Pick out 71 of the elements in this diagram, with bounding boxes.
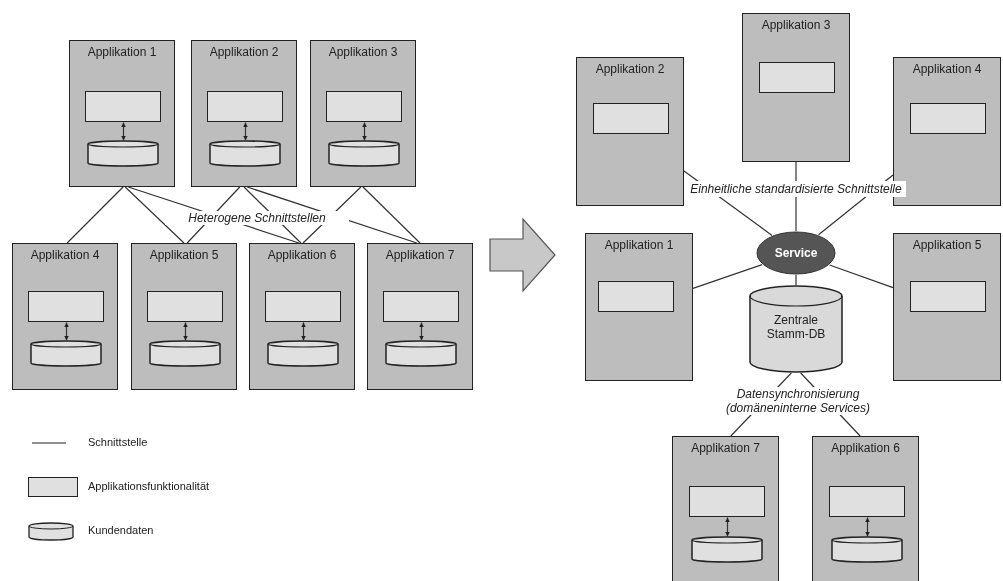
- application-box: [812, 436, 919, 581]
- application-box: [131, 243, 237, 390]
- application-title: Applikation 4: [911, 62, 983, 76]
- application-box: [310, 40, 416, 187]
- function-box: [326, 91, 402, 122]
- function-box: [383, 291, 459, 322]
- function-box: [910, 281, 986, 312]
- service-label: Service: [773, 246, 819, 260]
- double-arrow: [64, 321, 69, 342]
- double-arrow: [183, 321, 188, 342]
- application-title: Applikation 7: [690, 441, 761, 455]
- application-title: Applikation 6: [830, 441, 901, 455]
- application-title: Applikation 4: [29, 248, 101, 262]
- database-cylinder: [87, 140, 159, 167]
- function-box: [829, 486, 905, 517]
- application-box: [367, 243, 473, 390]
- connector-line: [66, 186, 124, 244]
- connector-line: [692, 264, 763, 290]
- double-arrow: [865, 516, 870, 538]
- connector-line: [362, 186, 421, 244]
- database-cylinder: [30, 340, 102, 367]
- database-cylinder: [691, 536, 763, 563]
- database-cylinder: [149, 340, 221, 367]
- application-title: Applikation 2: [594, 62, 666, 76]
- function-box: [689, 486, 765, 517]
- function-box: [593, 103, 669, 134]
- legend-label: Applikationsfunktionalität: [88, 480, 210, 492]
- double-arrow: [243, 121, 248, 142]
- connector-line: [828, 264, 894, 289]
- application-title: Applikation 6: [266, 248, 338, 262]
- function-box: [759, 62, 835, 93]
- application-box: [69, 40, 175, 187]
- application-box: [672, 436, 779, 581]
- application-box: [742, 13, 850, 162]
- database-cylinder: [209, 140, 281, 167]
- application-title: Applikation 7: [384, 248, 456, 262]
- application-box: [191, 40, 297, 187]
- legend-label: Kundendaten: [88, 524, 154, 536]
- application-title: Applikation 3: [327, 45, 399, 59]
- database-cylinder: [385, 340, 457, 367]
- database-cylinder: [831, 536, 903, 563]
- database-label: Zentrale Stamm-DB: [765, 313, 827, 341]
- function-box: [28, 291, 104, 322]
- application-box: [893, 233, 1001, 381]
- application-title: Applikation 1: [86, 45, 158, 59]
- function-box: [147, 291, 223, 322]
- application-title: Applikation 5: [911, 238, 983, 252]
- function-box: [85, 91, 161, 122]
- double-arrow: [419, 321, 424, 342]
- function-box: [207, 91, 283, 122]
- application-title: Applikation 3: [760, 18, 832, 32]
- function-box: [598, 281, 674, 312]
- application-box: [576, 57, 684, 206]
- double-arrow: [121, 121, 126, 142]
- application-box: [585, 233, 693, 381]
- double-arrow: [301, 321, 306, 342]
- application-title: Applikation 5: [148, 248, 220, 262]
- application-title: Applikation 1: [603, 238, 675, 252]
- function-box: [265, 291, 341, 322]
- double-arrow: [725, 516, 730, 538]
- double-arrow: [362, 121, 367, 142]
- application-title: Applikation 2: [208, 45, 280, 59]
- connector-line: [795, 274, 797, 286]
- database-cylinder: [267, 340, 339, 367]
- annotation-label: Heterogene Schnittstellen: [165, 211, 349, 225]
- database-cylinder: [328, 140, 400, 167]
- application-box: [12, 243, 118, 390]
- application-box: [249, 243, 355, 390]
- connector-line: [124, 186, 185, 244]
- legend-label: Schnittstelle: [88, 436, 148, 448]
- function-box: [910, 103, 986, 134]
